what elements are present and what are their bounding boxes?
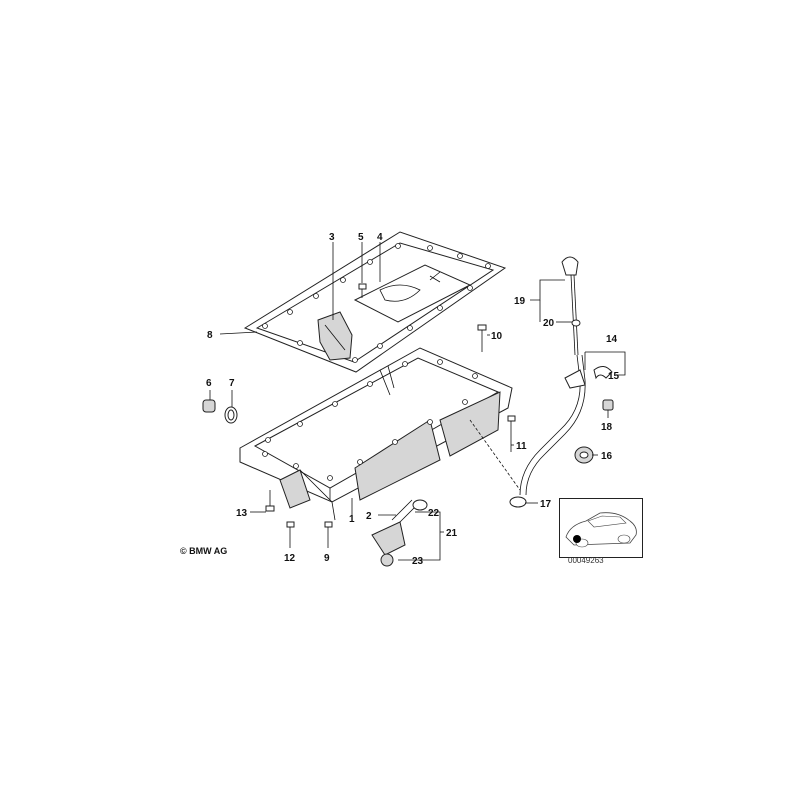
callout-21: 21: [446, 528, 458, 539]
grommet-part-16: [574, 446, 594, 464]
reference-number: 00049263: [568, 556, 604, 565]
callout-19: 19: [514, 296, 526, 307]
bolt-part-5: [358, 283, 367, 298]
location-marker-icon: [573, 535, 581, 543]
leader-lines: [209, 242, 626, 561]
callout-1: 1: [349, 514, 355, 525]
callout-23: 23: [412, 556, 424, 567]
callout-8: 8: [207, 330, 213, 341]
bolt-part-18: [602, 399, 614, 411]
callout-4: 4: [377, 232, 383, 243]
callout-5: 5: [358, 232, 364, 243]
callout-numbers: 3 5 4 8 6 7 13 12 9 1 2 22 21 23 10 11 1…: [206, 232, 620, 567]
copyright-label: © BMW AG: [180, 546, 228, 556]
bolt-part-12: [286, 521, 295, 545]
oil-pan-body: [239, 347, 513, 521]
callout-20: 20: [543, 318, 555, 329]
bolt-part-13: [265, 490, 275, 512]
callout-17: 17: [540, 499, 552, 510]
callout-12: 12: [284, 553, 296, 564]
bolt-part-10: [477, 324, 487, 352]
bracket-part-3: [317, 311, 353, 361]
bolt-part-11: [507, 415, 516, 452]
callout-14: 14: [606, 334, 618, 345]
seal-part-20: [571, 319, 581, 327]
callout-13: 13: [236, 508, 248, 519]
callout-3: 3: [329, 232, 335, 243]
callout-11: 11: [516, 441, 527, 452]
vehicle-locator-thumbnail: [559, 498, 643, 558]
drain-plug-part-6: [202, 399, 216, 413]
o-ring-part-17: [509, 496, 527, 508]
dipstick-part-19: [561, 256, 581, 356]
o-ring-part-22: [412, 499, 428, 511]
callout-7: 7: [229, 378, 235, 389]
callout-9: 9: [324, 553, 330, 564]
callout-2: 2: [366, 511, 372, 522]
car-outline-icon: [565, 512, 637, 548]
callout-15: 15: [608, 371, 620, 382]
gasket-frame: [243, 231, 507, 373]
callout-10: 10: [491, 331, 503, 342]
clip-part-15: [593, 366, 613, 380]
bolt-part-9: [324, 521, 333, 545]
callout-18: 18: [601, 422, 613, 433]
callout-16: 16: [601, 451, 613, 462]
pan-flange-holes: [262, 359, 478, 481]
seal-ring-part-7: [224, 406, 238, 424]
nut-part-23: [380, 553, 394, 567]
callout-6: 6: [206, 378, 212, 389]
callout-22: 22: [428, 508, 440, 519]
guide-tube: [509, 354, 586, 508]
bracket-part-14: [564, 369, 586, 389]
oil-pickup-part-2: [371, 499, 428, 567]
